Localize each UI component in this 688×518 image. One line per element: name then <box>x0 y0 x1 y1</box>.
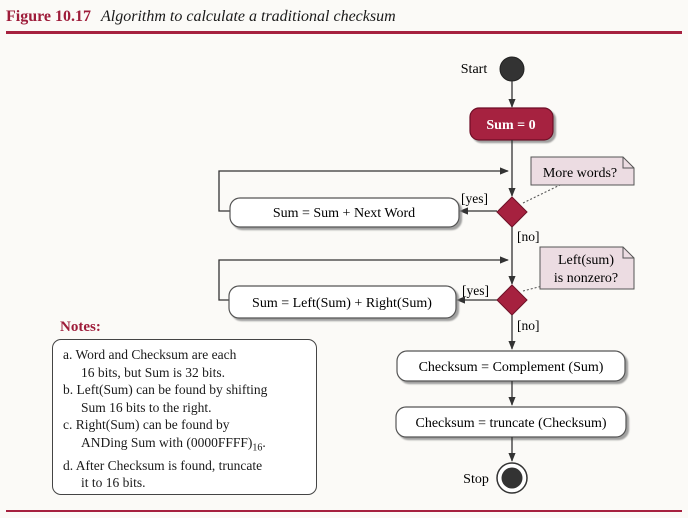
note-item-d: d. After Checksum is found, truncate it … <box>63 457 306 492</box>
note2-line2: is nonzero? <box>554 271 618 286</box>
note-d-line2: it to 16 bits. <box>81 475 146 491</box>
truncate-node: Checksum = truncate (Checksum) <box>395 406 627 438</box>
decision1-yes-label: [yes] <box>461 191 488 206</box>
notes-heading: Notes: <box>60 319 101 335</box>
note-c-tail: . <box>262 434 266 450</box>
note-d-line1: d. After Checksum is found, truncate <box>63 457 263 473</box>
decision2-yes-label: [yes] <box>462 283 489 298</box>
fold-label: Sum = Left(Sum) + Right(Sum) <box>252 296 432 311</box>
note-a-line1: a. Word and Checksum are each <box>63 347 237 362</box>
note1-connector <box>522 184 561 204</box>
figure-header: Figure 10.17 Algorithm to calculate a tra… <box>6 6 682 32</box>
top-rule <box>6 31 682 34</box>
note-c-line1: c. Right(Sum) can be found by <box>63 417 230 432</box>
note2-connector <box>522 283 551 292</box>
figure-number: Figure 10.17 <box>6 8 92 25</box>
decision1-diamond <box>496 196 528 228</box>
note2-line1: Left(sum) <box>558 253 614 268</box>
note-item-b: b. Left(Sum) can be found by shifting Su… <box>63 381 306 416</box>
stop-label: Stop <box>463 472 489 487</box>
complement-node: Checksum = Complement (Sum) <box>396 350 626 382</box>
stop-node <box>496 462 528 494</box>
note2-box: Left(sum) is nonzero? <box>539 246 635 290</box>
sum-init-node: Sum = 0 <box>469 107 554 141</box>
sum-init-label: Sum = 0 <box>486 118 535 133</box>
truncate-label: Checksum = truncate (Checksum) <box>415 416 606 431</box>
note-b-line2: Sum 16 bits to the right. <box>81 399 212 415</box>
decision2-diamond <box>496 284 528 316</box>
note-item-a: a. Word and Checksum are each 16 bits, b… <box>63 346 306 381</box>
start-node <box>499 56 525 82</box>
start-label: Start <box>461 62 488 77</box>
decision2-no-label: [no] <box>517 318 540 333</box>
figure-title: Algorithm to calculate a traditional che… <box>101 8 396 25</box>
note-c-line2: ANDing Sum with (0000FFFF) <box>81 434 253 450</box>
note1-text: More words? <box>543 166 617 181</box>
bottom-rule <box>6 510 682 512</box>
fold-node: Sum = Left(Sum) + Right(Sum) <box>228 285 457 319</box>
complement-label: Checksum = Complement (Sum) <box>419 360 604 375</box>
note1-box: More words? <box>530 156 635 186</box>
edge-loop1-back <box>218 167 509 212</box>
note-c-line2-wrap: ANDing Sum with (0000FFFF)16. <box>63 434 306 457</box>
notes-box: a. Word and Checksum are each 16 bits, b… <box>52 339 317 495</box>
note-b-line1: b. Left(Sum) can be found by shifting <box>63 382 268 397</box>
note-item-c: c. Right(Sum) can be found by ANDing Sum… <box>63 416 306 457</box>
edge-loop2-back <box>218 256 509 301</box>
note-c-subscript: 16 <box>252 442 263 454</box>
add-word-node: Sum = Sum + Next Word <box>229 197 460 228</box>
decision1-no-label: [no] <box>517 229 540 244</box>
note-a-line2: 16 bits, but Sum is 32 bits. <box>81 364 226 380</box>
add-word-label: Sum = Sum + Next Word <box>273 206 415 221</box>
